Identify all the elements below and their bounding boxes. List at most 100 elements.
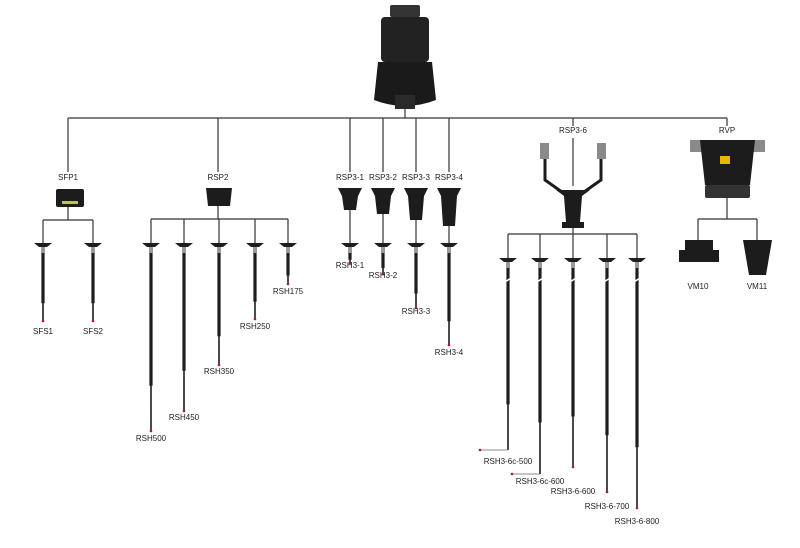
probe-body-rsp3-6 xyxy=(556,190,590,222)
module-label-vm10: VM10 xyxy=(688,282,709,291)
stylus-rsh450 xyxy=(175,243,193,413)
probe-label-rsp3: RSP3-3 xyxy=(402,173,431,182)
stylus-flange xyxy=(407,243,425,247)
stylus-tip-shaft xyxy=(150,253,152,430)
stylus-tip xyxy=(414,306,418,310)
stylus-rsh175 xyxy=(279,243,297,286)
stylus-collar xyxy=(286,247,290,253)
head-lower-body xyxy=(374,62,436,106)
stylus-flange xyxy=(598,258,616,262)
stylus-flange xyxy=(246,243,264,247)
vm10-top xyxy=(685,240,713,250)
stylus-label: RSH500 xyxy=(136,434,167,443)
stylus-flange xyxy=(531,258,549,262)
stylus-tip xyxy=(381,272,385,276)
stylus-collar xyxy=(605,262,609,268)
stylus-tip-shaft xyxy=(254,253,256,318)
stylus-tip-shaft xyxy=(636,268,638,507)
rsp3-6-left-clamp xyxy=(540,143,549,159)
stylus-collar xyxy=(348,247,352,253)
probe-body-rsp3-4 xyxy=(437,188,461,226)
module-label-vm11: VM11 xyxy=(747,282,768,291)
stylus-rsh3-4 xyxy=(440,243,458,347)
stylus-label: RSH3-6-800 xyxy=(615,517,660,526)
stylus-tip-shaft xyxy=(572,268,574,466)
stylus-tip-shaft xyxy=(218,253,220,364)
stylus-rsh500 xyxy=(142,243,160,433)
probe-body-rsp2 xyxy=(206,188,232,206)
shaft-break-mark xyxy=(569,277,577,283)
stylus-label: RSH3-6c-500 xyxy=(484,457,533,466)
stylus-label: RSH3-6-700 xyxy=(585,502,630,511)
stylus-flange xyxy=(175,243,193,247)
stylus-label: RSH3-6-600 xyxy=(551,487,596,496)
stylus-tip-shaft xyxy=(183,253,185,410)
stylus-rsh3-6c-600 xyxy=(510,258,549,476)
stylus-tip xyxy=(182,409,186,413)
stylus-label: RSH3-3 xyxy=(402,307,431,316)
stylus-label: RSH450 xyxy=(169,413,200,422)
stylus-collar xyxy=(217,247,221,253)
stylus-tip-shaft xyxy=(448,253,450,344)
stylus-rsh350 xyxy=(210,243,228,367)
shaft-break-mark xyxy=(633,277,641,283)
revo-head xyxy=(374,5,436,109)
stylus-collar xyxy=(253,247,257,253)
stylus-tip xyxy=(447,343,451,347)
probe-label-rsp3-6: RSP3-6 xyxy=(559,126,588,135)
stylus-flange xyxy=(34,243,52,247)
stylus-rsh3-6c-500 xyxy=(478,258,517,452)
stylus-rsh3-6-600 xyxy=(564,258,582,469)
shaft-break-mark xyxy=(536,277,544,283)
stylus-collar xyxy=(91,247,95,253)
stylus-tip xyxy=(217,363,221,367)
vm10-base xyxy=(679,250,719,262)
stylus-collar xyxy=(182,247,186,253)
stylus-tip xyxy=(253,317,257,321)
stylus-label: RSH3-1 xyxy=(336,261,365,270)
rvp-base xyxy=(705,185,750,198)
stylus-flange xyxy=(374,243,392,247)
stylus-rsh250 xyxy=(246,243,264,321)
rsp3-6-arms xyxy=(543,159,603,194)
stylus-collar xyxy=(381,247,385,253)
stylus-tip xyxy=(91,319,95,323)
stylus-label: RSH350 xyxy=(204,367,235,376)
probe-body-sfp1-band xyxy=(62,201,78,204)
stylus-label: RSH3-4 xyxy=(435,348,464,357)
stylus-flange xyxy=(628,258,646,262)
head-top-connector xyxy=(390,5,420,17)
stylus-collar xyxy=(506,262,510,268)
stylus-tip-shaft xyxy=(415,253,417,307)
probe-body-rsp3-2 xyxy=(371,188,395,214)
stylus-flange xyxy=(564,258,582,262)
stylus-tip-shaft xyxy=(507,268,509,450)
stylus-collar xyxy=(571,262,575,268)
stylus-tip-shaft xyxy=(349,253,351,262)
stylus-label: SFS2 xyxy=(83,327,104,336)
stylus-tip-shaft xyxy=(606,268,608,491)
stylus-flange xyxy=(341,243,359,247)
stylus-rsh3-2 xyxy=(374,243,392,276)
stylus-rsh3-6-800 xyxy=(628,258,646,510)
stylus-collar xyxy=(635,262,639,268)
stylus-sfs1 xyxy=(34,243,52,323)
rsp3-6-base xyxy=(562,222,584,228)
stylus-tip xyxy=(41,319,45,323)
stylus-label: RSH3-6c-600 xyxy=(516,477,565,486)
stylus-tip xyxy=(478,448,482,452)
head-mount xyxy=(395,95,415,109)
stylus-tip xyxy=(286,282,290,286)
stylus-collar xyxy=(414,247,418,253)
stylus-rsh3-1 xyxy=(341,243,359,265)
stylus-label: RSH250 xyxy=(240,322,271,331)
stylus-collar xyxy=(41,247,45,253)
probe-label-rsp3: RSP3-2 xyxy=(369,173,398,182)
stylus-tip xyxy=(149,429,153,433)
probe-label-rsp3: RSP3-1 xyxy=(336,173,365,182)
rvp-warning-label xyxy=(720,156,730,164)
vm11-body xyxy=(743,240,772,275)
stylus-tip xyxy=(605,490,609,494)
stylus-flange xyxy=(440,243,458,247)
